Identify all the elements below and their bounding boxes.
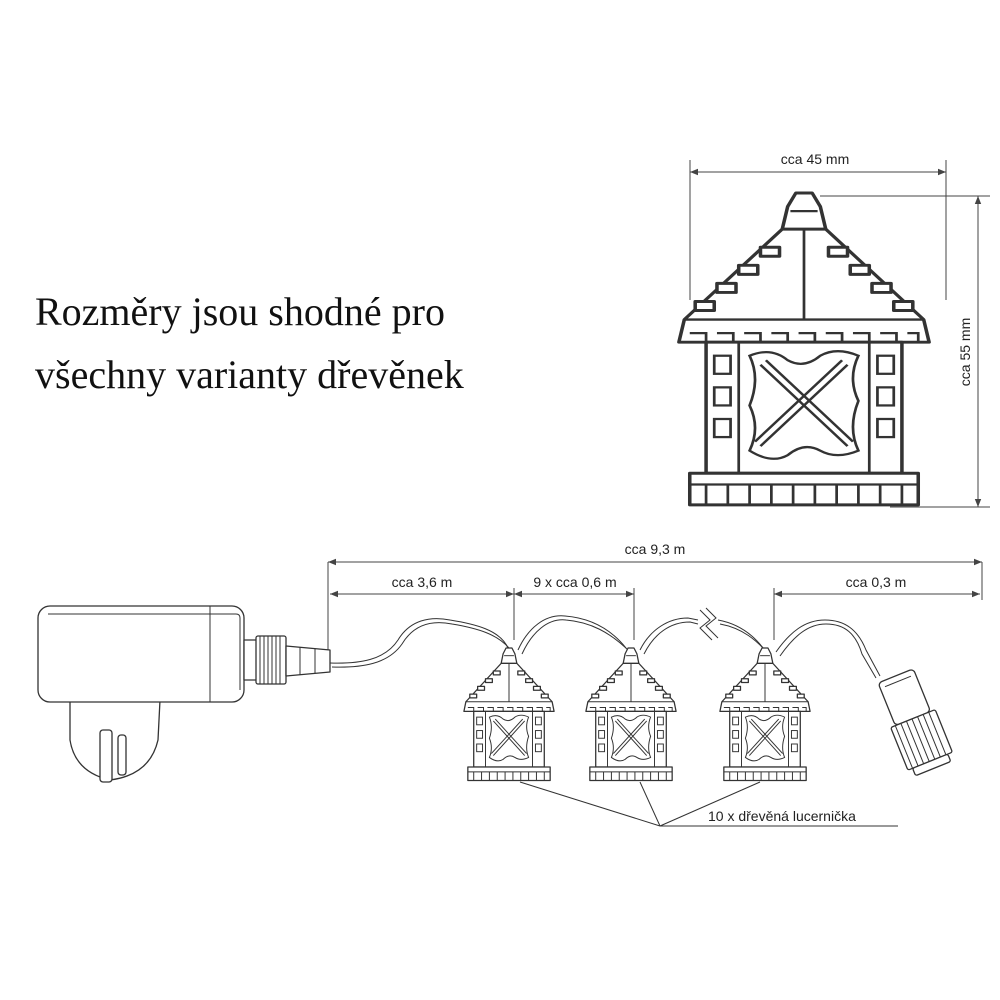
end-connector [878,669,953,776]
lead-cable-label: cca 3,6 m [392,574,453,590]
height-label: cca 55 mm [957,318,973,386]
heading-line-1: Rozměry jsou shodné pro [35,289,445,334]
total-length-label: cca 9,3 m [625,541,686,557]
cables [329,607,881,679]
spacing-dimension: 9 x cca 0,6 m [514,574,635,640]
lantern-3 [719,647,811,782]
spacing-label: 9 x cca 0,6 m [533,574,616,590]
height-dimension: cca 55 mm [820,195,990,508]
lantern-callout: 10 x dřevěná lucernička [519,781,898,827]
tail-label: cca 0,3 m [846,574,907,590]
width-label: cca 45 mm [781,151,849,167]
lantern-detail [677,191,931,507]
tail-dimension: cca 0,3 m [773,574,980,640]
lead-cable-dimension: cca 3,6 m [330,574,515,640]
callout-label: 10 x dřevěná lucernička [708,808,856,824]
heading-line-2: všechny varianty dřevěnek [35,352,464,397]
total-length-dimension: cca 9,3 m [327,541,983,650]
lantern-2 [585,647,677,782]
width-dimension: cca 45 mm [689,151,947,300]
power-adapter [37,605,331,783]
lantern-1 [463,647,555,782]
